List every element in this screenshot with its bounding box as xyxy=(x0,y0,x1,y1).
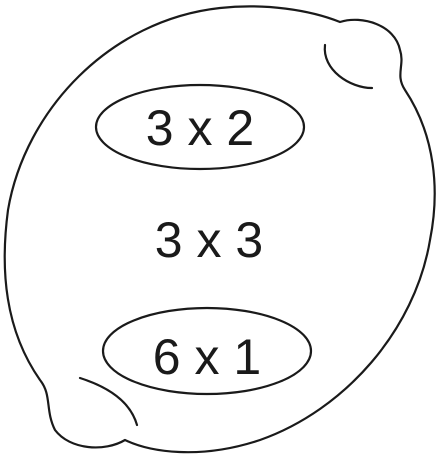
lemon-tip-crease-top xyxy=(325,45,372,88)
top-expression: 3 x 2 xyxy=(146,100,254,156)
middle-expression: 3 x 3 xyxy=(155,212,263,268)
bottom-expression: 6 x 1 xyxy=(153,329,261,385)
lemon-tip-crease-bottom xyxy=(80,378,137,425)
